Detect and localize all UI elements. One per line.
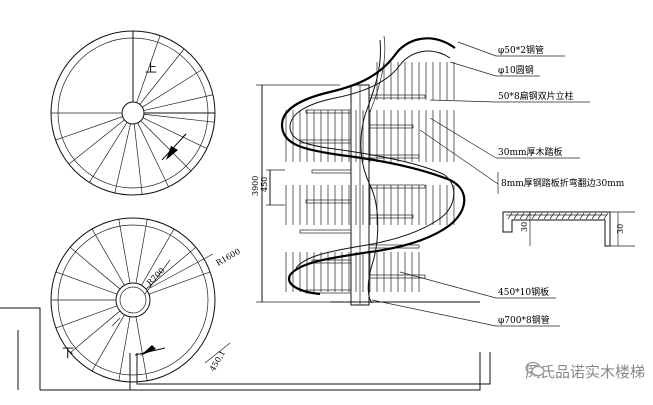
- hatch-line: [567, 212, 573, 220]
- tread: [311, 169, 352, 174]
- hatch-line: [531, 212, 537, 220]
- tread: [305, 199, 352, 204]
- inner-arrow: [111, 317, 121, 327]
- tread-line: [136, 35, 161, 103]
- hatch-line: [519, 212, 525, 220]
- tread-line: [55, 305, 118, 329]
- radius-inner-label: R700: [145, 266, 166, 287]
- hatch-line: [525, 212, 531, 220]
- hatch-line: [603, 212, 609, 220]
- elevation-view: 3900 450: [251, 35, 625, 327]
- tread-line: [69, 247, 121, 290]
- watermark: 凤氏品诺实木楼梯: [525, 361, 645, 382]
- section-hatch: [507, 212, 609, 220]
- tread-line: [145, 247, 197, 290]
- watermark-text: 凤氏品诺实木楼梯: [524, 363, 645, 381]
- detail-dim-right-label: 30: [616, 224, 625, 234]
- tread: [299, 229, 352, 234]
- tread-line: [89, 122, 128, 183]
- callout-flat-bar-post: 50*8扁钢双片立柱: [498, 90, 574, 102]
- callout-handrail-pipe: φ50*2钢管: [498, 44, 544, 56]
- center-column: [115, 282, 151, 318]
- callout-round-bar: φ10圆钢: [498, 64, 534, 76]
- hatch-line: [513, 212, 519, 220]
- direction-arrow: [161, 133, 187, 161]
- tread-line: [142, 69, 203, 108]
- tread-line: [135, 316, 148, 381]
- radius-dim-outer: [149, 253, 214, 289]
- wechat-icon: [525, 361, 545, 377]
- tread-section-outline: [502, 211, 611, 247]
- hatch-line: [591, 212, 597, 220]
- tread: [368, 94, 426, 99]
- hatch-line: [543, 212, 549, 220]
- hatch-line: [579, 212, 585, 220]
- down-label: 下: [62, 346, 74, 360]
- tread-lines: [51, 31, 215, 195]
- tread-line: [139, 48, 185, 105]
- detail-dim-left-label: 30: [520, 222, 529, 232]
- tread-line: [143, 94, 214, 111]
- tread-line: [140, 120, 192, 172]
- tread-line: [137, 122, 169, 188]
- tread-line: [133, 123, 143, 195]
- tread-line: [91, 314, 125, 372]
- callout-steel-pipe: φ700*8钢管: [498, 314, 550, 326]
- hatch-line: [507, 212, 513, 220]
- hatch-line: [555, 212, 561, 220]
- step-dim-label: 450: [260, 177, 269, 192]
- radius-dim-inner: [144, 259, 171, 295]
- tread: [305, 109, 352, 114]
- plan-view-bottom: 下 R1600 R700 450,1: [0, 217, 491, 391]
- hatch-line: [597, 212, 603, 220]
- tread-line: [142, 117, 208, 149]
- hatch-line: [561, 212, 567, 220]
- tread: [368, 184, 426, 189]
- callout-wood-tread: 30mm厚木踏板: [498, 146, 563, 158]
- callout-labels: φ50*2钢管 φ10圆钢 50*8扁钢双片立柱 30mm厚木踏板 8mm厚钢踏…: [498, 44, 625, 326]
- left-wall: [0, 307, 41, 390]
- width-dim: [204, 342, 231, 364]
- balusters: [285, 62, 455, 292]
- tread-line: [69, 310, 121, 353]
- hatch-line: [573, 212, 579, 220]
- center-column-inner: [119, 286, 147, 314]
- tread-line: [68, 119, 125, 165]
- center-column: [121, 101, 145, 125]
- stringer-curve: [360, 39, 382, 304]
- tread-line: [118, 219, 131, 284]
- plan-view-top: 上: [50, 30, 216, 196]
- width-dim-label: 450,1: [208, 349, 227, 373]
- tread-section-detail: 30 30: [502, 211, 635, 247]
- tread-line: [141, 228, 175, 286]
- direction-arrow: [134, 345, 166, 356]
- radius-outer-label: R1600: [215, 247, 242, 268]
- tread-line: [143, 113, 215, 123]
- hatch-line: [537, 212, 543, 220]
- floor-wall: [136, 352, 491, 385]
- tread-line: [135, 219, 148, 284]
- tread-line: [148, 271, 211, 295]
- handrail: [280, 37, 466, 296]
- callout-steel-tread: 8mm厚钢踏板折弯翻边30mm: [501, 177, 625, 189]
- tread: [299, 139, 352, 144]
- height-dim-label: 3900: [251, 176, 260, 196]
- hatch-line: [549, 212, 555, 220]
- callout-steel-plate: 450*10钢板: [498, 286, 549, 298]
- tread-line: [55, 116, 123, 141]
- tread-line: [91, 228, 125, 286]
- tread-line: [114, 123, 131, 194]
- tread-lines: [51, 219, 211, 381]
- tread-line: [118, 316, 131, 381]
- floor-wall-outer: [130, 352, 481, 391]
- stringer-curve-2: [369, 35, 386, 113]
- callout-leaders: [371, 41, 590, 327]
- tread-line: [55, 271, 118, 295]
- tread: [311, 259, 352, 264]
- up-label: 上: [145, 61, 157, 75]
- hatch-line: [585, 212, 591, 220]
